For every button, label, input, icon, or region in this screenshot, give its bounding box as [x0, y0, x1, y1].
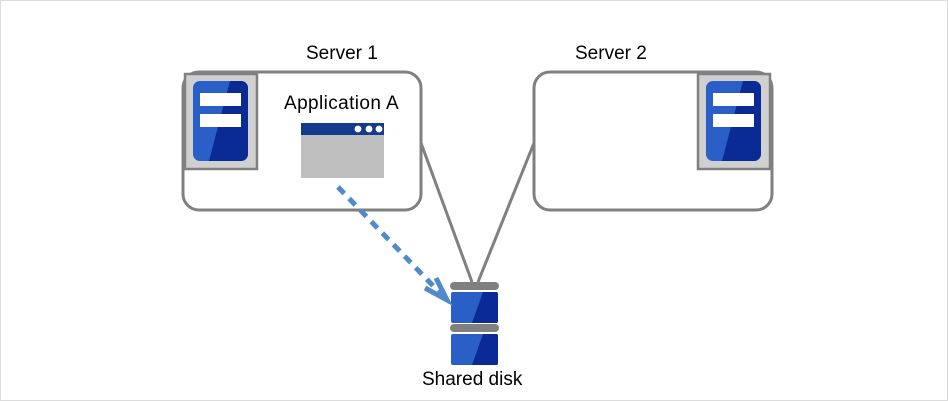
- application-a-label: Application A: [284, 93, 400, 114]
- disk-bar-lower: [450, 324, 499, 332]
- connector-lines: [419, 142, 536, 283]
- application-window-icon[interactable]: [301, 123, 384, 178]
- server-icon-bar-top: [713, 93, 754, 106]
- connector-server2-to-disk: [476, 142, 536, 283]
- access-arrow-head: [423, 276, 453, 307]
- access-arrow-line: [336, 185, 443, 296]
- disk-stack-icon[interactable]: [450, 282, 499, 365]
- shared-disk-label: Shared disk: [422, 369, 523, 390]
- disk-platter-upper-shade: [472, 292, 498, 323]
- application-window-titlebar: [301, 123, 384, 135]
- server-2-title: Server 2: [575, 43, 647, 64]
- application-window-dot: [375, 125, 383, 133]
- server-icon: [183, 72, 259, 171]
- server-icon-bar-top: [200, 93, 241, 106]
- access-arrow: [336, 185, 453, 307]
- application-window-dot: [365, 125, 373, 133]
- connector-server1-to-disk: [419, 142, 474, 283]
- server-icon-bar-bottom: [200, 114, 241, 127]
- disk-bar-upper: [450, 282, 499, 290]
- server-1-title: Server 1: [306, 43, 378, 64]
- application-window-dot: [354, 125, 362, 133]
- server-icon: [696, 72, 772, 171]
- disk-platter-lower-shade: [472, 334, 498, 365]
- server-icon-bar-bottom: [713, 114, 754, 127]
